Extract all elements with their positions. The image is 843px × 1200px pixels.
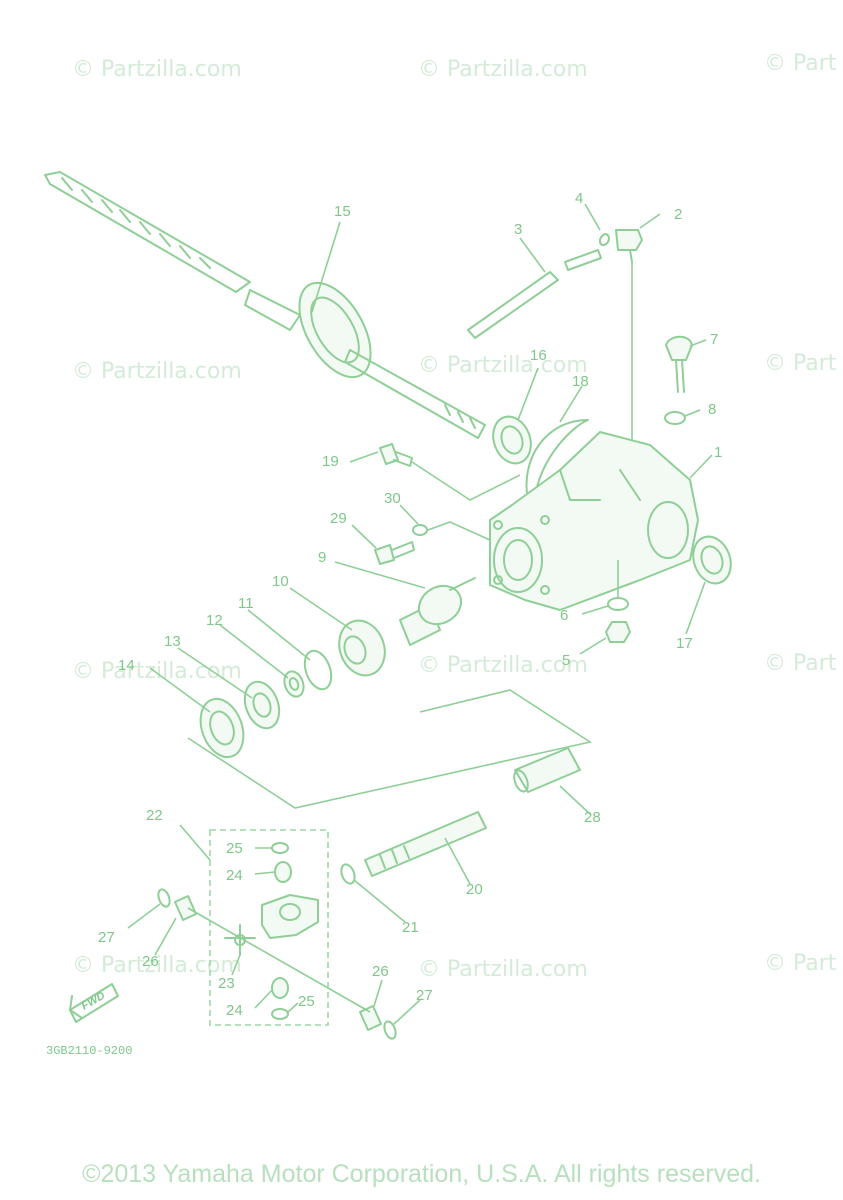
callout-3: 3: [514, 221, 522, 238]
fwd-label: FWD: [80, 990, 108, 1013]
watermark-text: © Part: [764, 651, 837, 676]
part-2-elbow-fitting: [615, 229, 643, 263]
part-10-bearing: [338, 619, 386, 677]
watermark-text: © Partzilla.com: [72, 953, 242, 978]
callout-29: 29: [330, 510, 347, 527]
part-30-washer: [412, 524, 428, 536]
callout-labels: 1 2 3 4 5 6 7 8 9 10 11 12 13 14 15 16 1…: [98, 190, 722, 1019]
callout-17: 17: [676, 635, 693, 652]
part-26-bushing: [174, 895, 382, 1031]
callout-16: 16: [530, 347, 547, 364]
part-16-oil-seal: [492, 415, 532, 465]
part-15-shaft-gear: [44, 171, 486, 439]
callout-1: 1: [714, 444, 722, 461]
callout-8: 8: [708, 401, 716, 418]
callout-24a: 24: [226, 867, 243, 884]
callout-26a: 26: [142, 953, 159, 970]
callout-11: 11: [238, 595, 254, 612]
part-5-drain-plug: [605, 621, 631, 643]
part-19-bolt: [379, 443, 413, 467]
callout-4: 4: [575, 190, 583, 207]
part-3-breather-hose: [467, 249, 602, 339]
part-14-ring-nut: [199, 697, 245, 759]
watermark-text: © Part: [764, 351, 837, 376]
callout-25a: 25: [226, 840, 243, 857]
callout-2: 2: [674, 206, 682, 223]
callout-18: 18: [572, 373, 589, 390]
callout-14: 14: [118, 657, 135, 674]
callout-22: 22: [146, 807, 163, 824]
callout-6: 6: [560, 607, 568, 624]
callout-9: 9: [318, 549, 326, 566]
callout-26b: 26: [372, 963, 389, 980]
part-18-gasket: [525, 419, 589, 503]
callout-5: 5: [562, 652, 570, 669]
callout-20: 20: [466, 881, 483, 898]
leader-lines: [127, 203, 713, 1025]
part-28-coupling: [513, 747, 581, 793]
callout-15: 15: [334, 203, 351, 220]
part-29-bolt: [374, 541, 415, 565]
part-20-drive-shaft: [364, 811, 487, 877]
callout-21: 21: [402, 919, 419, 936]
watermark-text: © Part: [764, 951, 837, 976]
part-21-circlip: [340, 863, 356, 885]
part-22-yoke: [261, 894, 319, 939]
callout-23: 23: [218, 975, 235, 992]
part-6-gasket: [607, 597, 629, 611]
part-9-pinion-gear: [399, 577, 476, 646]
copyright-notice: ©2013 Yamaha Motor Corporation, U.S.A. A…: [82, 1160, 761, 1188]
watermark-text: © Part: [764, 51, 837, 76]
callout-7: 7: [710, 331, 718, 348]
watermark-text: © Partzilla.com: [72, 659, 242, 684]
part-11-o-ring: [303, 649, 333, 691]
callout-10: 10: [272, 573, 289, 590]
part-17-oil-seal: [692, 535, 732, 585]
callout-13: 13: [164, 633, 181, 650]
watermark-text: © Partzilla.com: [418, 57, 588, 82]
watermark-text: © Partzilla.com: [418, 653, 588, 678]
part-12-nut: [283, 670, 305, 698]
watermark-text: © Partzilla.com: [418, 957, 588, 982]
fwd-arrow-icon: FWD: [69, 983, 119, 1023]
diagram-code: 3GB2110-9200: [46, 1044, 132, 1058]
callout-27b: 27: [416, 987, 433, 1004]
part-1-gear-case: [489, 431, 699, 611]
callout-27a: 27: [98, 929, 115, 946]
part-23-spider: [224, 924, 256, 956]
callout-28: 28: [584, 809, 601, 826]
callout-12: 12: [206, 612, 223, 629]
part-8-o-ring: [664, 411, 686, 425]
callout-19: 19: [322, 453, 339, 470]
part-7-dipstick: [665, 335, 693, 393]
part-27-washer: [157, 888, 397, 1040]
watermark-text: © Partzilla.com: [418, 353, 588, 378]
watermark-text: © Partzilla.com: [72, 359, 242, 384]
callout-24b: 24: [226, 1002, 243, 1019]
callout-30: 30: [384, 490, 401, 507]
watermark-text: © Partzilla.com: [72, 57, 242, 82]
part-13-bearing: [243, 680, 281, 730]
watermarks: © Partzilla.com © Partzilla.com © Part ©…: [72, 51, 837, 982]
callout-25b: 25: [298, 993, 315, 1010]
part-22-joint-assembly-box: [209, 829, 329, 1026]
part-4-clip: [598, 233, 610, 246]
